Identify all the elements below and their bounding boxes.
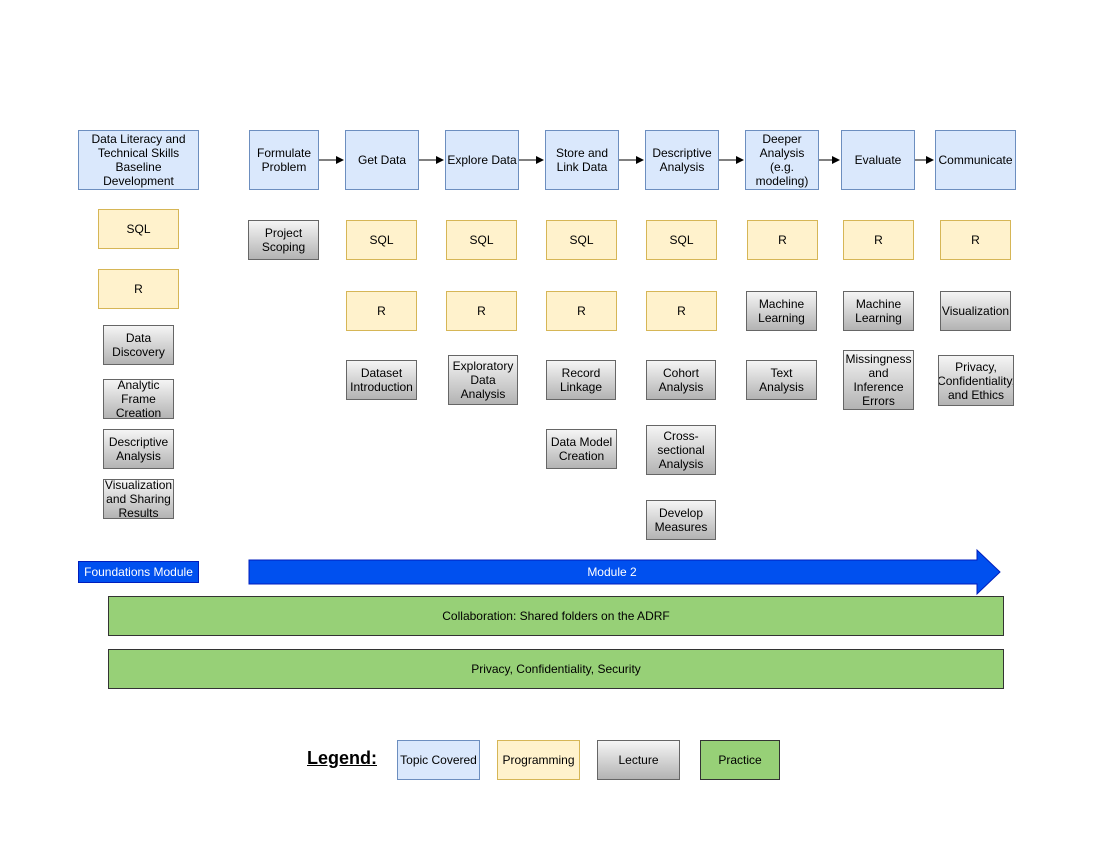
lecture-text-analysis: Text Analysis [746, 360, 817, 400]
lecture-privacy-ethics: Privacy, Confidentiality, and Ethics [938, 355, 1014, 406]
lecture-machine-learning-evaluate: Machine Learning [843, 291, 914, 331]
store-sql: SQL [546, 220, 617, 260]
stage-store-link-data: Store and Link Data [545, 130, 619, 190]
explore-r: R [446, 291, 517, 331]
deeper-r: R [747, 220, 818, 260]
descriptive-sql: SQL [646, 220, 717, 260]
evaluate-r: R [843, 220, 914, 260]
practice-privacy-security-bar: Privacy, Confidentiality, Security [108, 649, 1004, 689]
module2-label: Module 2 [587, 565, 637, 579]
module2-arrow [248, 548, 1001, 596]
legend-title: Legend: [307, 748, 377, 768]
stage-formulate-problem: Formulate Problem [249, 130, 319, 190]
foundations-sql-box: SQL [98, 209, 179, 249]
lecture-cohort-analysis: Cohort Analysis [646, 360, 716, 400]
lecture-develop-measures: Develop Measures [646, 500, 716, 540]
foundations-title-box: Data Literacy and Technical Skills Basel… [78, 130, 199, 190]
legend-practice: Practice [700, 740, 780, 780]
legend-topic-covered: Topic Covered [397, 740, 480, 780]
store-r: R [546, 291, 617, 331]
lecture-machine-learning-deeper: Machine Learning [746, 291, 817, 331]
get-data-r: R [346, 291, 417, 331]
stage-deeper-analysis: Deeper Analysis (e.g. modeling) [745, 130, 819, 190]
lecture-data-model-creation: Data Model Creation [546, 429, 617, 469]
stage-communicate: Communicate [935, 130, 1016, 190]
legend-lecture: Lecture [597, 740, 680, 780]
lecture-record-linkage: Record Linkage [546, 360, 616, 400]
lecture-descriptive-analysis: Descriptive Analysis [103, 429, 174, 469]
foundations-module-label: Foundations Module [78, 561, 199, 583]
lecture-dataset-introduction: Dataset Introduction [346, 360, 417, 400]
practice-collaboration-bar: Collaboration: Shared folders on the ADR… [108, 596, 1004, 636]
descriptive-r: R [646, 291, 717, 331]
stage-get-data: Get Data [345, 130, 419, 190]
communicate-r: R [940, 220, 1011, 260]
lecture-missingness-inference-errors: Missingness and Inference Errors [843, 350, 914, 410]
stage-descriptive-analysis: Descriptive Analysis [645, 130, 719, 190]
lecture-visualization-sharing: Visualization and Sharing Results [103, 479, 174, 519]
legend-programming: Programming [497, 740, 580, 780]
stage-evaluate: Evaluate [841, 130, 915, 190]
explore-sql: SQL [446, 220, 517, 260]
lecture-project-scoping: Project Scoping [248, 220, 319, 260]
lecture-data-discovery: Data Discovery [103, 325, 174, 365]
lecture-cross-sectional-analysis: Cross-sectional Analysis [646, 425, 716, 475]
get-data-sql: SQL [346, 220, 417, 260]
lecture-visualization: Visualization [940, 291, 1011, 331]
foundations-r-box: R [98, 269, 179, 309]
lecture-exploratory-data-analysis: Exploratory Data Analysis [448, 355, 518, 405]
lecture-analytic-frame-creation: Analytic Frame Creation [103, 379, 174, 419]
stage-explore-data: Explore Data [445, 130, 519, 190]
